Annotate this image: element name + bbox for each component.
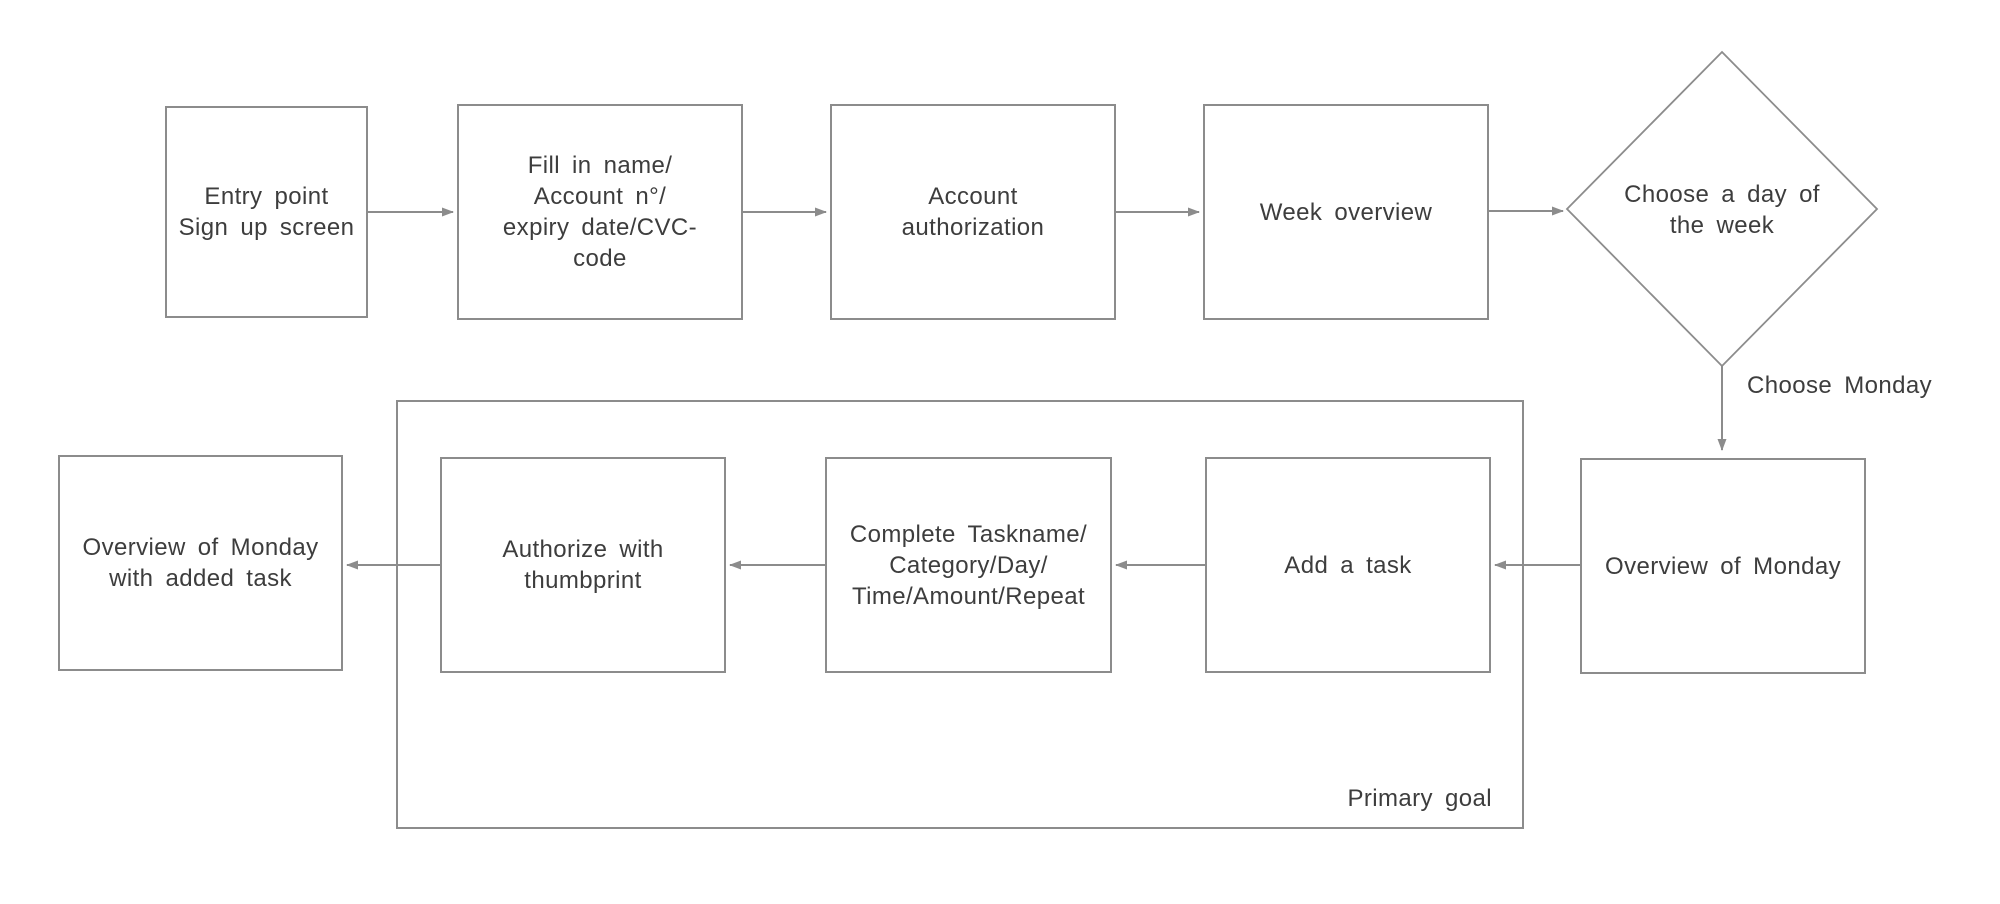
node-authorize-thumbprint-label: Authorize with thumbprint xyxy=(502,536,664,594)
node-account-authorization[interactable]: Account authorization xyxy=(830,104,1116,320)
node-add-task[interactable]: Add a task xyxy=(1205,457,1491,673)
edge-label-choose-monday: Choose Monday xyxy=(1747,372,1932,399)
node-authorize-thumbprint[interactable]: Authorize with thumbprint xyxy=(440,457,726,673)
node-fill-account-details[interactable]: Fill in name/ Account n°/ expiry date/CV… xyxy=(457,104,743,320)
primary-goal-label: Primary goal xyxy=(1347,785,1492,812)
node-account-authorization-label: Account authorization xyxy=(901,183,1045,241)
node-add-task-label: Add a task xyxy=(1284,551,1412,579)
node-overview-monday[interactable]: Overview of Monday xyxy=(1580,458,1866,674)
decision-choose-day[interactable]: Choose a day of the week xyxy=(1592,165,1852,255)
node-overview-monday-added-task-label: Overview of Monday with added task xyxy=(82,534,319,592)
node-entry-point-label: Entry point Sign up screen xyxy=(178,183,355,241)
node-entry-point[interactable]: Entry point Sign up screen xyxy=(165,106,368,318)
node-week-overview-label: Week overview xyxy=(1259,198,1433,226)
node-complete-task-details[interactable]: Complete Taskname/ Category/Day/ Time/Am… xyxy=(825,457,1112,673)
decision-choose-day-label: Choose a day of the week xyxy=(1624,181,1820,239)
node-overview-monday-added-task[interactable]: Overview of Monday with added task xyxy=(58,455,343,671)
node-overview-monday-label: Overview of Monday xyxy=(1605,552,1841,580)
node-fill-account-details-label: Fill in name/ Account n°/ expiry date/CV… xyxy=(502,152,698,272)
node-week-overview[interactable]: Week overview xyxy=(1203,104,1489,320)
primary-goal-group[interactable]: Primary goal xyxy=(396,400,1524,829)
node-complete-task-details-label: Complete Taskname/ Category/Day/ Time/Am… xyxy=(849,520,1088,610)
